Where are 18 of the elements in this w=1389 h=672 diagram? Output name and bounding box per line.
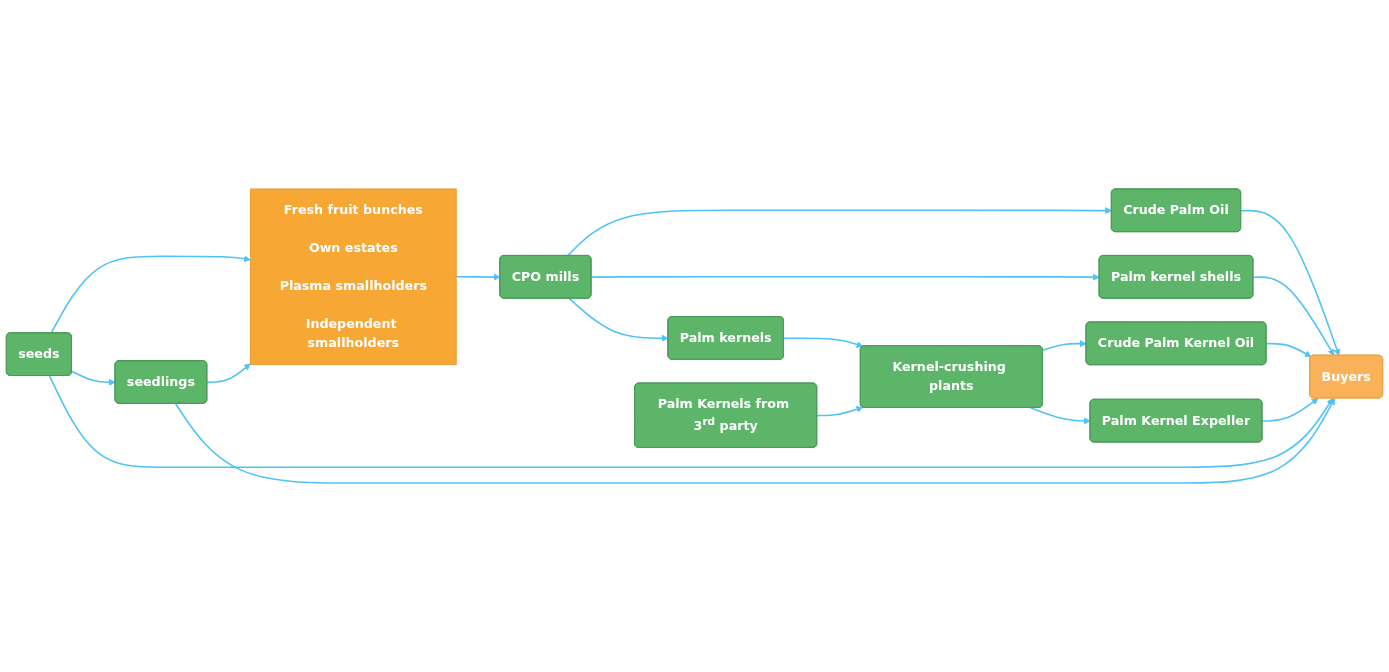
- arrow: [1240, 209, 1341, 356]
- arrow: [1030, 407, 1091, 425]
- arrow: [1252, 276, 1335, 356]
- arrow: [71, 370, 116, 386]
- arrow: [816, 406, 864, 417]
- arrow: [1265, 342, 1312, 358]
- arrow: [590, 273, 1100, 281]
- arrow: [174, 398, 1336, 484]
- arrow: [455, 273, 501, 281]
- arrow: [566, 207, 1113, 257]
- node-box: Fresh fruit bunches Own estates Plasma smallholders Independent smallholders: [250, 188, 457, 366]
- arrow: [568, 297, 669, 342]
- arrow: [206, 363, 251, 384]
- arrow: [1261, 398, 1319, 422]
- arrow: [48, 375, 1334, 469]
- arrow: [783, 337, 864, 348]
- arrow: [50, 255, 251, 334]
- arrow: [1042, 340, 1087, 351]
